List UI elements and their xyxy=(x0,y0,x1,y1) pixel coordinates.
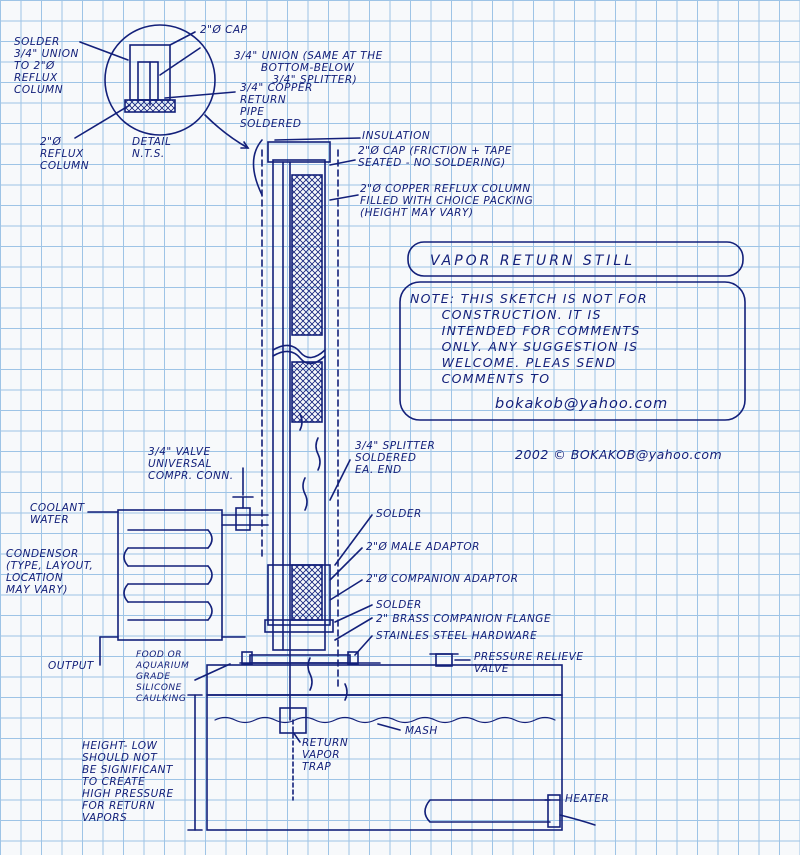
label-hardware: STAINLES STEEL HARDWARE xyxy=(376,630,538,642)
insulation-arc xyxy=(252,139,263,196)
valve-assembly xyxy=(221,467,269,531)
label-reflux-column: 2"Ø COPPER REFLUX COLUMN FILLED WITH CHO… xyxy=(360,183,534,219)
label-reflux-column-detail: 2"Ø REFLUX COLUMN xyxy=(40,136,90,172)
pressure-relief-valve xyxy=(429,653,459,667)
condenser xyxy=(87,509,246,666)
label-solder-union: SOLDER 3/4" UNION TO 2"Ø REFLUX COLUMN xyxy=(14,36,79,96)
label-copper-return: 3/4" COPPER RETURN PIPE SOLDERED xyxy=(240,82,313,130)
title-box xyxy=(407,241,744,277)
label-solder-1: SOLDER xyxy=(376,508,422,520)
label-condensor: CONDENSOR (TYPE, LAYOUT, LOCATION MAY VA… xyxy=(6,548,94,596)
label-cap-friction: 2"Ø CAP (FRICTION + TAPE SEATED - NO SOL… xyxy=(358,145,512,169)
heater xyxy=(424,794,596,828)
label-mash: MASH xyxy=(405,725,438,737)
label-solder-2: SOLDER xyxy=(376,599,422,611)
label-male-adaptor: 2"Ø MALE ADAPTOR xyxy=(366,541,480,553)
label-union-34: 3/4" UNION (SAME AT THE BOTTOM-BELOW 3/4… xyxy=(234,50,383,86)
note-box xyxy=(399,281,746,421)
reflux-column xyxy=(261,141,339,721)
label-output: OUTPUT xyxy=(48,660,94,672)
flange-assembly xyxy=(239,564,381,665)
height-dimension xyxy=(187,694,203,831)
title: VAPOR RETURN STILL xyxy=(430,253,636,269)
contact-email: bokakob@yahoo.com xyxy=(495,396,669,412)
label-heater: HEATER xyxy=(565,793,610,805)
label-pressure-valve: PRESSURE RELIEVE VALVE xyxy=(474,651,584,675)
label-detail: DETAIL N.T.S. xyxy=(132,136,172,160)
label-height-note: HEIGHT- LOW SHOULD NOT BE SIGNIFICANT TO… xyxy=(82,740,174,824)
label-brass-flange: 2" BRASS COMPANION FLANGE xyxy=(376,613,552,625)
label-coolant: COOLANT WATER xyxy=(30,502,85,526)
label-caulking: FOOD OR AQUARIUM GRADE SILICONE CAULKING xyxy=(136,650,190,704)
label-return-trap: RETURN VAPOR TRAP xyxy=(302,737,349,773)
label-cap-2in: 2"Ø CAP xyxy=(200,24,248,36)
label-splitter: 3/4" SPLITTER SOLDERED EA. END xyxy=(355,440,436,476)
note-text: NOTE: THIS SKETCH IS NOT FOR CONSTRUCTIO… xyxy=(410,291,648,386)
label-insulation: INSULATION xyxy=(362,130,431,142)
boiler-tank xyxy=(206,664,563,831)
label-companion-adaptor: 2"Ø COMPANION ADAPTOR xyxy=(366,573,519,585)
copyright: 2002 © BOKAKOB@yahoo.com xyxy=(515,447,723,462)
label-valve: 3/4" VALVE UNIVERSAL COMPR. CONN. xyxy=(148,446,234,482)
detail-circle xyxy=(74,24,250,149)
